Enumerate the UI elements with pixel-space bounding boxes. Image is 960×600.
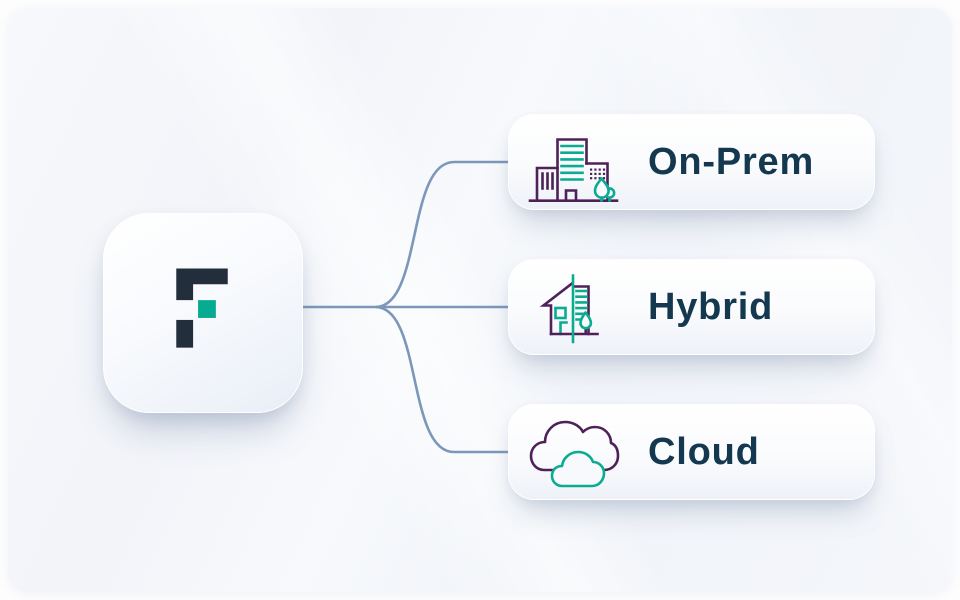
connector-top [375, 160, 510, 309]
connector-bottom [375, 305, 510, 454]
tree-shape [593, 177, 616, 202]
diagram-panel: On-Prem Hybrid Cloud [8, 8, 952, 592]
node-card-cloud: Cloud [508, 404, 875, 500]
node-label-hybrid: Hybrid [648, 285, 774, 328]
clouds-icon [529, 420, 620, 488]
node-label-on-prem: On-Prem [648, 140, 815, 183]
node-label-cloud: Cloud [648, 430, 760, 473]
brand-f-logo-icon [176, 268, 228, 348]
node-card-hybrid: Hybrid [508, 259, 875, 355]
node-card-on-prem: On-Prem [508, 114, 875, 210]
house-building-split-icon [539, 274, 599, 344]
window-dots [590, 168, 606, 180]
office-buildings-icon [528, 138, 619, 202]
brand-logo-tile [103, 213, 303, 413]
tree-shape [579, 311, 593, 335]
